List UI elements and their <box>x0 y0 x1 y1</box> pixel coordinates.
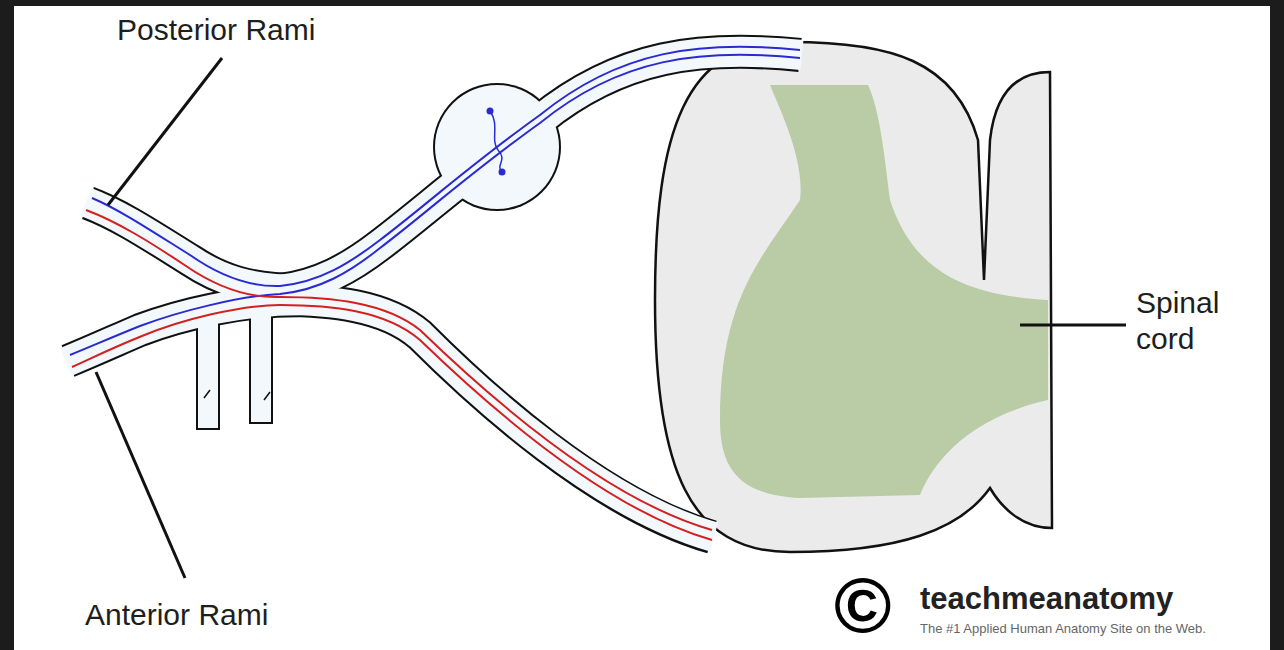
ramus-tick <box>204 390 270 400</box>
part-label: Posterior Rami <box>117 12 315 48</box>
white-matter <box>655 42 1052 552</box>
part-label: Spinal cord <box>1136 285 1246 357</box>
copyright-symbol: © <box>834 566 891 644</box>
nerve-fill <box>66 52 802 537</box>
part-label: Anterior Rami <box>85 597 268 633</box>
nerve-fibres <box>70 47 800 540</box>
brand-name: teachmeanatomy <box>920 580 1173 617</box>
ganglion-cell <box>487 108 506 176</box>
nerve-outline <box>68 52 800 537</box>
brand-tagline: The #1 Applied Human Anatomy Site on the… <box>920 621 1206 637</box>
grey-matter <box>720 85 1048 498</box>
leader-line <box>96 58 1126 578</box>
